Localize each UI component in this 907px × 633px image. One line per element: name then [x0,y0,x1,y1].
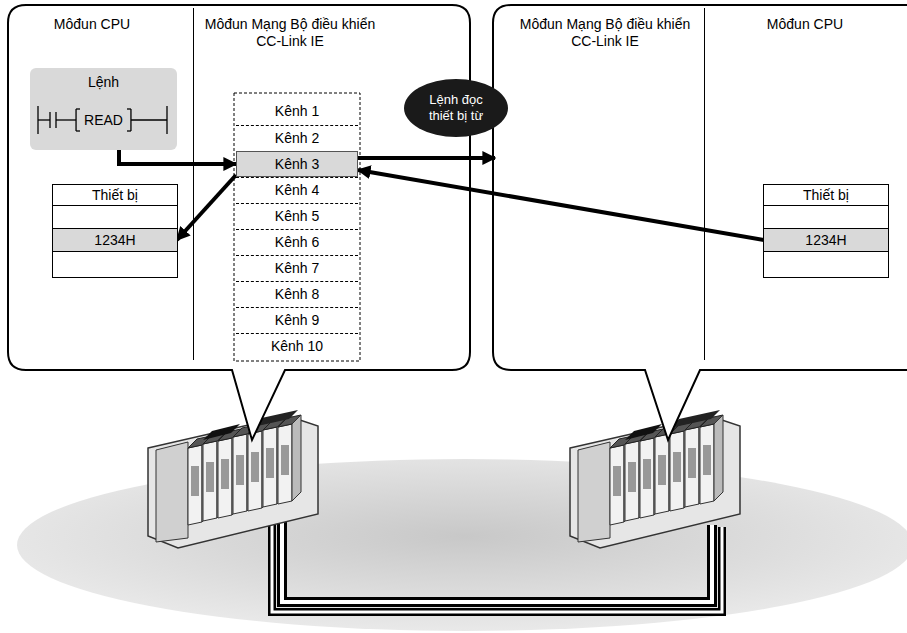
ladder-line [49,112,50,128]
oval-fill [404,79,508,137]
channel-box: Kênh 3 [236,151,358,177]
callout-bubble [8,5,470,440]
channel-label: Kênh 7 [236,256,358,280]
channel-box: Kênh 10 [236,333,358,359]
module-column: Môđun Mạng Bộ điều khiển CC-Link IE Kênh … [194,8,468,360]
module-column: Môđun CPU LệnhREAD Thiết bị 1234H [10,8,194,360]
ladder-line [131,119,167,120]
channel-box: Kênh 1 [236,99,358,125]
channel-box: Kênh 7 [236,255,358,281]
flow-arrow [358,156,495,160]
channel-label: Kênh 9 [236,308,358,332]
device-table: Thiết bị 1234H [763,184,889,278]
channel-label: Kênh 6 [236,230,358,254]
instruction-box: LệnhREAD [30,68,177,150]
column-heading: Môđun CPU [715,8,895,33]
channel-box: Kênh 6 [236,229,358,255]
channel-label: Kênh 4 [236,178,358,202]
device-value: 1234H [764,229,888,251]
flow-arrow [119,150,236,164]
channel-label: Kênh 1 [236,99,358,123]
column-heading: Môđun Mạng Bộ điều khiển CC-Link IE [517,8,693,50]
channel-box: Kênh 2 [236,125,358,151]
plc-right [570,410,740,548]
module-column: Môđun Mạng Bộ điều khiển CC-Link IE [495,8,705,360]
channel-box: Kênh 9 [236,307,358,333]
ladder-line [127,108,131,109]
column-heading: Môđun Mạng Bộ điều khiển CC-Link IE [202,8,378,50]
channel-label: Kênh 8 [236,282,358,306]
channel-box: Kênh 5 [236,203,358,229]
ladder-line [166,106,167,134]
column-heading: Môđun CPU [10,8,174,33]
device-cell: 1234H [53,228,177,252]
channel-label: Kênh 3 [237,152,357,176]
module-column: Môđun CPU Thiết bị 1234H [705,8,905,360]
instruction-label: Lệnh [30,68,177,91]
device-cell: 1234H [764,228,888,252]
table-heading: Thiết bị [764,185,888,206]
channel-frame [234,93,360,361]
channel-label: Kênh 10 [236,334,358,358]
device-value: 1234H [53,229,177,251]
callout-bubble [493,5,907,440]
channel-box: Kênh 8 [236,281,358,307]
flow-arrow [177,175,236,240]
command-oval: Lệnh đọc thiết bị từ [403,78,509,138]
device-table: Thiết bị 1234H [52,184,178,278]
channel-label: Kênh 2 [236,126,358,150]
flow-arrow [358,170,764,240]
ladder-line [75,109,76,131]
oval-label: Lệnh đọc thiết bị từ [417,92,495,124]
table-heading: Thiết bị [53,185,177,206]
channel-label: Kênh 5 [236,204,358,228]
ladder-line [76,130,80,131]
ladder-line [38,119,50,120]
instruction-name: READ [30,112,177,129]
ladder-line [76,108,80,109]
plc-left [148,410,318,548]
ladder-line [56,119,76,120]
channel-box: Kênh 4 [236,177,358,203]
ladder-line [127,130,131,131]
